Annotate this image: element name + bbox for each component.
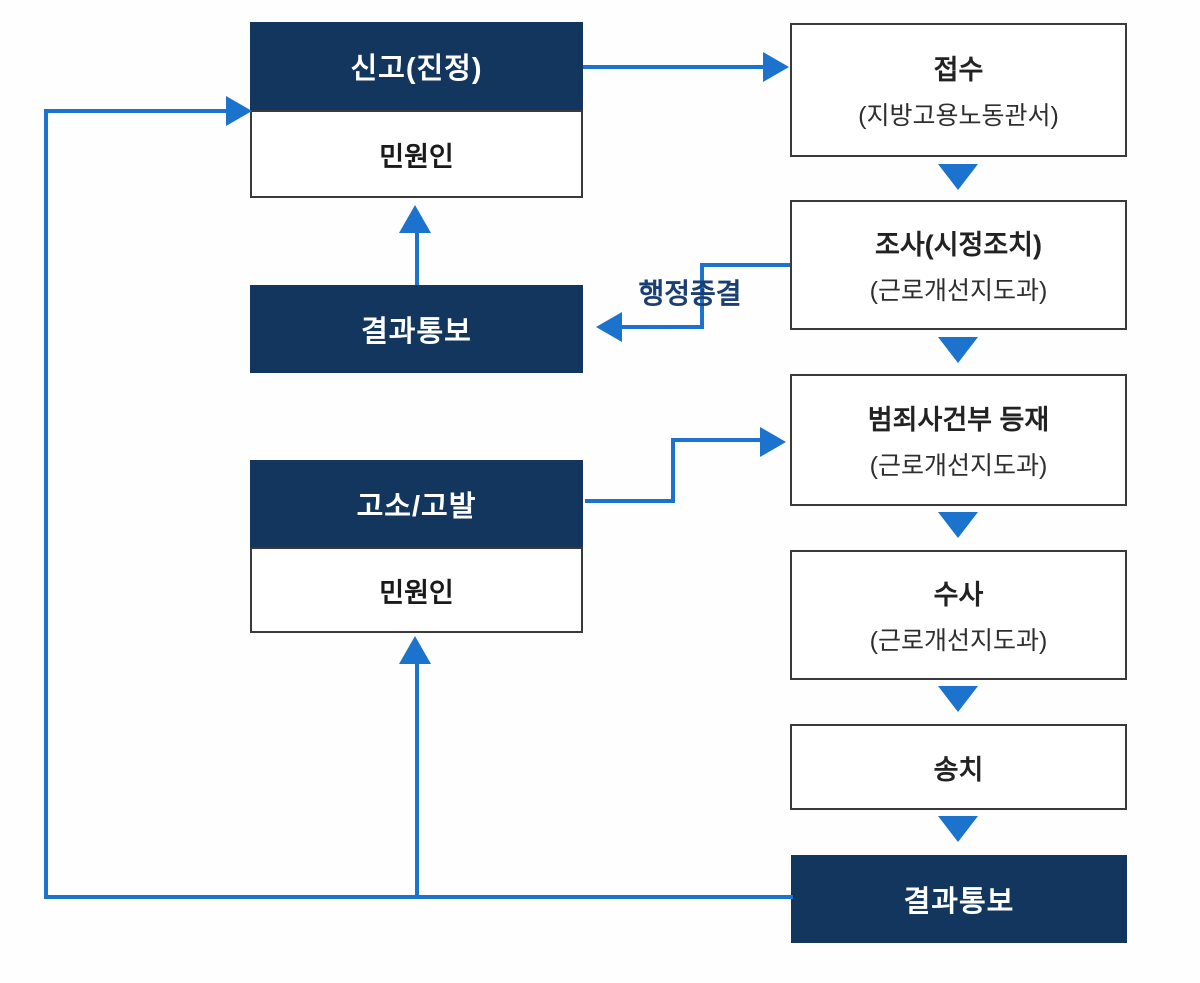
- arrow-up-icon: [399, 636, 431, 664]
- node-crime-register-subtitle: (근로개선지도과): [869, 452, 1048, 480]
- node-crime-register-title: 범죄사건부 등재: [867, 405, 1050, 435]
- connector-investigation-down: [700, 263, 704, 329]
- arrow-right-icon: [760, 427, 786, 457]
- connector-report-to-receipt: [583, 65, 765, 69]
- connector-accusation-out: [585, 499, 675, 503]
- connector-investigation-out: [702, 263, 790, 267]
- node-result-notice-bottom-title: 결과통보: [903, 886, 1015, 918]
- node-accusation-party-label: 민원인: [379, 577, 454, 608]
- connector-result-to-report: [415, 230, 419, 285]
- connector-loop-bottom: [46, 895, 793, 899]
- node-investigation: 조사(시정조치) (근로개선지도과): [790, 200, 1127, 330]
- connector-loop-branch: [415, 662, 419, 899]
- connector-to-result-notice-left: [622, 325, 704, 329]
- node-receipt-subtitle: (지방고용노동관서): [858, 102, 1059, 130]
- node-criminal-investigation-title: 수사: [933, 580, 984, 610]
- node-report-header: 신고(진정): [250, 22, 583, 110]
- arrow-down-icon: [938, 816, 978, 842]
- node-result-notice-left: 결과통보: [250, 285, 583, 373]
- arrow-down-icon: [938, 337, 978, 363]
- node-referral-title: 송치: [933, 754, 984, 785]
- connector-accusation-up: [671, 438, 675, 503]
- node-receipt: 접수 (지방고용노동관서): [790, 23, 1127, 157]
- arrow-up-icon: [399, 205, 431, 233]
- node-result-notice-left-title: 결과통보: [361, 316, 472, 348]
- node-investigation-subtitle: (근로개선지도과): [869, 277, 1048, 305]
- node-accusation-title: 고소/고발: [356, 490, 477, 523]
- node-criminal-investigation-subtitle: (근로개선지도과): [869, 627, 1048, 655]
- node-crime-register: 범죄사건부 등재 (근로개선지도과): [790, 374, 1127, 506]
- connector-loop-left: [44, 109, 48, 899]
- arrow-down-icon: [938, 164, 978, 190]
- edge-label-administrative-closure: 행정종결: [638, 278, 742, 309]
- arrow-down-icon: [938, 512, 978, 538]
- connector-accusation-to-register: [675, 438, 762, 442]
- arrow-down-icon: [938, 686, 978, 712]
- arrow-right-icon: [226, 96, 252, 126]
- arrow-right-icon: [763, 52, 789, 82]
- node-criminal-investigation: 수사 (근로개선지도과): [790, 550, 1127, 680]
- node-report-party-label: 민원인: [379, 141, 454, 172]
- node-report-party: 민원인: [250, 110, 583, 198]
- node-receipt-title: 접수: [933, 55, 984, 85]
- node-report-title: 신고(진정): [350, 53, 483, 85]
- arrow-left-icon: [596, 312, 622, 342]
- node-accusation-party: 민원인: [250, 547, 583, 633]
- node-investigation-title: 조사(시정조치): [874, 230, 1043, 260]
- node-accusation-header: 고소/고발: [250, 460, 583, 547]
- connector-loop-top: [46, 109, 228, 113]
- node-referral: 송치: [790, 724, 1127, 810]
- node-result-notice-bottom: 결과통보: [791, 855, 1127, 943]
